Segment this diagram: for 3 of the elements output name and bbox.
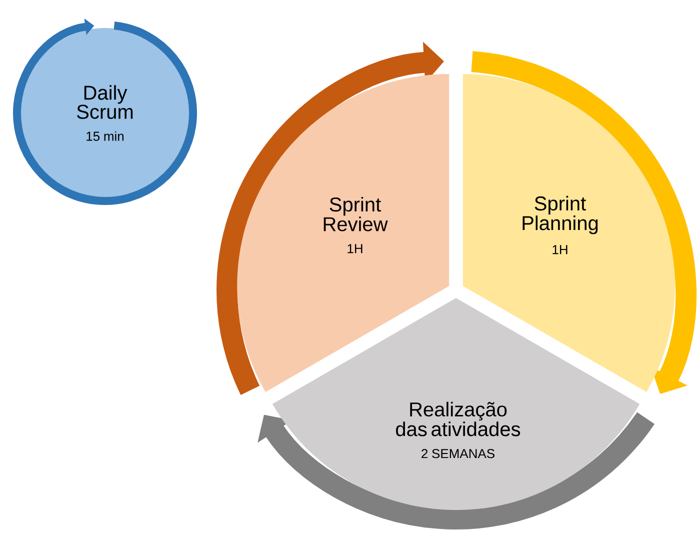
pie-sector: Sprint Planning 1H (462, 74, 675, 392)
pie-sector: Sprint Review 1H (237, 74, 450, 392)
pie-sector: Realização das atividades 2 SEMANAS (272, 298, 640, 510)
